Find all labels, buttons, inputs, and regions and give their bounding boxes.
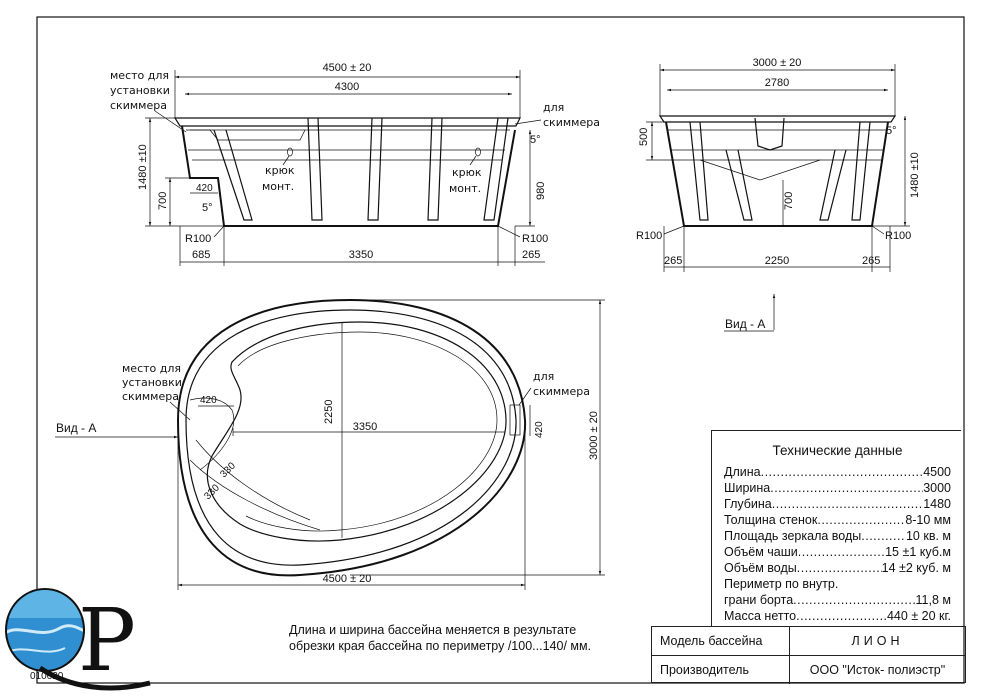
side-angle: 5° [886,125,897,137]
title-row-maker: Производитель ООО "Исток- полиэстр" [652,655,965,684]
front-dim-overall: 4500 ± 20 [323,62,372,74]
plan-for-skimmer-2: скиммера [533,385,590,398]
front-hook-right-1: крюк [452,166,482,179]
spec-label: Площадь зеркала воды [724,529,862,543]
plan-dim-3350: 3350 [353,421,377,433]
plan-dim-330-b: 330 [202,482,222,502]
model-label: Модель бассейна [652,627,790,655]
logo-code: 010620 [30,671,64,682]
front-radius-left: R100 [185,233,211,245]
qp-logo: P [5,588,151,691]
maker-value: ООО "Исток- полиэстр" [809,663,946,677]
front-angle-left: 5° [202,202,213,214]
front-dim-height: 1480 ±10 [137,144,149,190]
front-hook-right-2: монт. [449,182,481,195]
spec-row-mass: Масса нетто 440 ± 20 кг. [724,608,951,624]
front-dim-3350: 3350 [349,249,373,261]
front-dim-420: 420 [196,183,213,194]
plan-skimmer-place-3: скиммера [122,390,179,403]
front-dim-265: 265 [522,249,540,261]
plan-dim-330-a: 330 [218,460,238,480]
title-block: Модель бассейна ЛИОН Производитель ООО "… [651,626,966,684]
front-for-skimmer-2: скиммера [543,116,600,129]
spec-value: 8-10 мм [905,513,951,527]
side-radius-left: R100 [636,230,662,242]
spec-row-perimeter: грани борта 11,8 м [724,592,951,608]
spec-label: Объём воды [724,561,797,575]
front-dim-685: 685 [192,249,210,261]
logo-letter-p: P [78,591,136,691]
sheet-frame [36,16,965,684]
spec-row: Длина 4500 [724,464,951,480]
plan-dim-2250: 2250 [323,400,335,424]
spec-row: Объём чаши 15 ±1 куб.м [724,544,951,560]
front-dim-700: 700 [157,192,169,210]
spec-label: Объём чаши [724,545,798,559]
title-row-model: Модель бассейна ЛИОН [652,627,965,655]
spec-value: 11,8 м [915,593,951,607]
spec-value: 1480 [923,497,951,511]
spec-value: 15 ±1 куб.м [885,545,951,559]
side-dim-265-right: 265 [862,255,880,267]
plan-view: 2250 3350 420 420 330 330 3000 ± 20 4500… [55,298,605,590]
plan-dim-3000: 3000 ± 20 [588,411,600,460]
spec-row: Толщина стенок 8-10 мм [724,512,951,528]
spec-row: Площадь зеркала воды 10 кв. м [724,528,951,544]
spec-title: Технические данные [772,443,903,458]
side-dim-height: 1480 ±10 [909,152,921,198]
front-dim-top: 4300 [335,81,359,93]
plan-dim-420-right: 420 [534,421,545,438]
spec-value: 14 ±2 куб. м [881,561,951,575]
side-dim-265-left: 265 [664,255,682,267]
spec-perimeter-line: Периметр по внутр. [724,577,839,591]
maker-label: Производитель [652,656,790,684]
plan-for-skimmer-1: для [533,370,554,383]
front-angle-right: 5° [530,134,541,146]
plan-skimmer-place-1: место для [122,362,181,375]
model-value: ЛИОН [851,634,904,648]
front-hook-left-2: монт. [262,180,294,193]
side-dim-overall: 3000 ± 20 [753,57,802,69]
side-view: 3000 ± 20 2780 500 5° 1480 ±10 700 R100 … [636,57,921,332]
front-hook-left-1: крюк [265,164,295,177]
plan-view-label: Вид - А [56,421,96,435]
front-radius-right: R100 [522,233,548,245]
spec-label: Ширина [724,481,771,495]
side-view-label: Вид - А [725,317,765,331]
plan-skimmer-place-2: установки [122,376,182,389]
spec-row: Глубина 1480 [724,496,951,512]
spec-label: грани борта [724,593,794,607]
spec-row: Объём воды 14 ±2 куб. м [724,560,951,576]
spec-label: Толщина стенок [724,513,818,527]
spec-value: 10 кв. м [905,529,951,543]
spec-value: 4500 [923,465,951,479]
spec-label: Масса нетто [724,609,797,623]
trim-note: Длина и ширина бассейна меняется в резул… [289,623,592,653]
plan-dim-420-left: 420 [200,395,217,406]
plan-dim-4500: 4500 ± 20 [323,573,372,585]
side-dim-700: 700 [783,192,795,210]
front-skimmer-place-3: скиммера [110,99,167,112]
front-skimmer-place-2: установки [110,84,170,97]
side-radius-right: R100 [885,230,911,242]
spec-label: Длина [724,465,761,479]
front-view: 4500 ± 20 4300 крюк монт. крюк монт. [110,62,600,266]
front-skimmer-place-1: место для [110,69,169,82]
spec-row: Ширина 3000 [724,480,951,496]
spec-value: 3000 [923,481,951,495]
spec-label: Глубина [724,497,772,511]
side-dim-top: 2780 [765,77,789,89]
front-dim-980: 980 [535,182,547,200]
front-for-skimmer-1: для [543,101,564,114]
spec-value: 440 ± 20 кг. [886,609,951,623]
side-dim-500: 500 [638,128,650,146]
side-dim-2250: 2250 [765,255,789,267]
